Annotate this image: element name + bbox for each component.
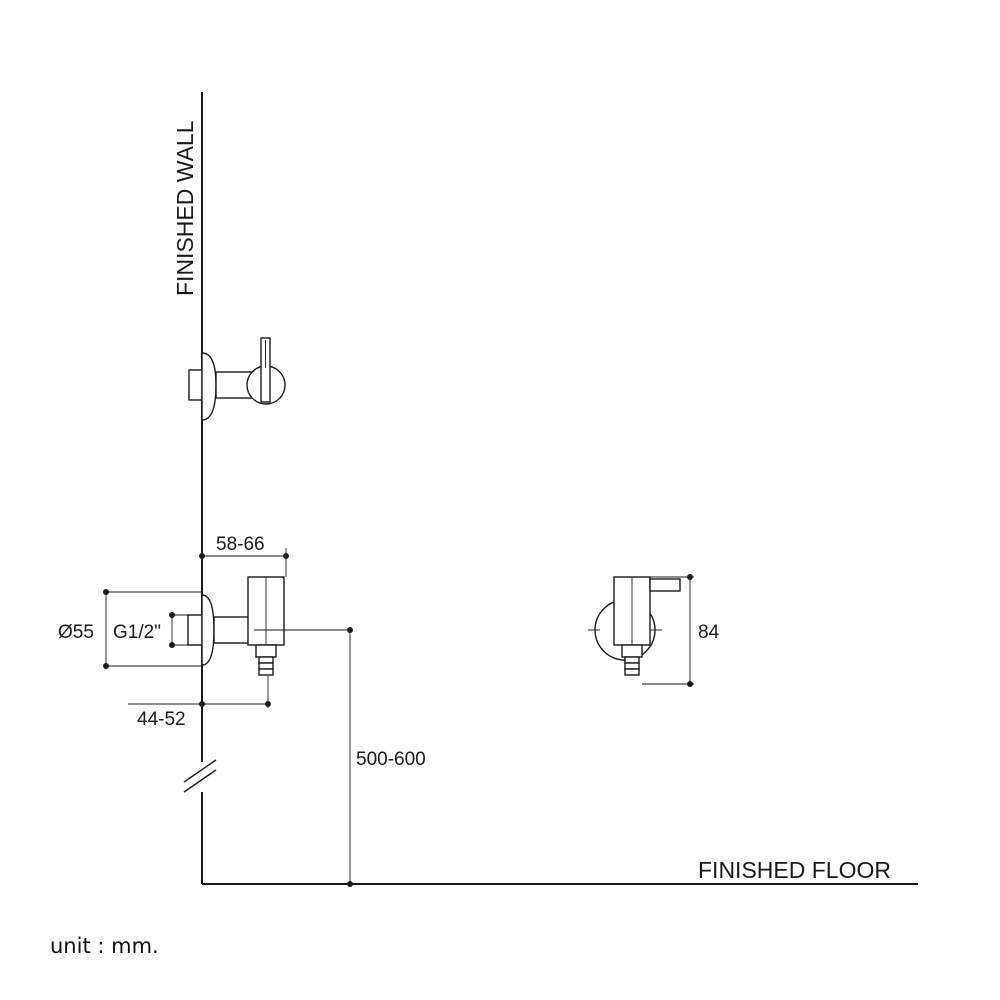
- wall-floor-lines: [201, 92, 918, 885]
- unit-note: unit : mm.: [50, 934, 159, 958]
- break-symbol: [183, 759, 217, 793]
- dimension-flange-label: Ø55: [58, 622, 94, 643]
- dimension-flange: [103, 589, 202, 669]
- dimension-thread: [169, 612, 188, 648]
- dimension-height-label: 500-600: [356, 749, 426, 770]
- front-view-valve: [588, 576, 681, 676]
- dimension-outlet-offset: [128, 676, 271, 708]
- dimension-outlet-offset-label: 44-52: [137, 709, 186, 730]
- dimension-front-height-label: 84: [698, 622, 720, 643]
- dimension-projection: [199, 548, 289, 577]
- side-view-valve: [187, 576, 350, 676]
- dimension-height: [347, 627, 353, 887]
- top-view-valve: [188, 337, 286, 421]
- dimension-projection-label: 58-66: [216, 534, 265, 555]
- dimension-thread-label: G1/2": [113, 622, 161, 643]
- finished-floor-label: FINISHED FLOOR: [698, 857, 891, 883]
- finished-wall-label: FINISHED WALL: [172, 120, 198, 296]
- dimension-front-height: [642, 574, 694, 687]
